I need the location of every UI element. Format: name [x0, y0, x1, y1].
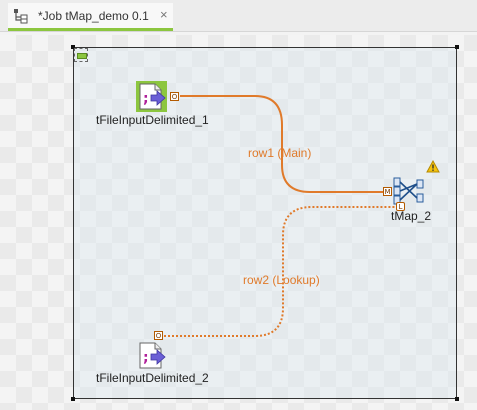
subjob-collapse-button[interactable]	[74, 48, 88, 62]
job-icon	[14, 9, 28, 24]
editor-tab-bar: *Job tMap_demo 0.1 ×	[0, 0, 477, 32]
tmap-icon	[393, 177, 424, 205]
warning-icon[interactable]	[426, 160, 440, 173]
component-tfileinputdelimited-1[interactable]: ;	[136, 81, 167, 112]
row2-label[interactable]: row2 (Lookup)	[243, 273, 320, 287]
file-delimited-icon: ;	[139, 83, 166, 110]
subjob-handle[interactable]	[71, 397, 75, 401]
row1-link[interactable]	[180, 95, 384, 193]
tab-title: *Job tMap_demo 0.1	[38, 9, 149, 23]
component-tmap-2[interactable]	[391, 175, 427, 207]
subjob-handle[interactable]	[71, 45, 75, 49]
collapse-bar	[77, 53, 87, 59]
subjob-handle[interactable]	[455, 45, 459, 49]
output-port[interactable]: O	[170, 92, 179, 101]
row2-link[interactable]	[164, 206, 397, 337]
svg-text:;: ;	[143, 91, 149, 107]
job-tab[interactable]: *Job tMap_demo 0.1 ×	[8, 3, 173, 31]
component-label-input2: tFileInputDelimited_2	[96, 371, 209, 385]
row1-label[interactable]: row1 (Main)	[248, 146, 312, 160]
file-delimited-icon: ;	[139, 342, 166, 369]
subjob-handle[interactable]	[455, 397, 459, 401]
main-input-port[interactable]: M	[383, 187, 392, 196]
close-icon[interactable]: ×	[160, 7, 168, 22]
lookup-input-port[interactable]: L	[396, 202, 405, 211]
component-label-tmap: tMap_2	[391, 209, 432, 223]
design-canvas[interactable]	[0, 35, 477, 410]
svg-text:;: ;	[143, 350, 149, 366]
component-tfileinputdelimited-2[interactable]: ;	[136, 340, 167, 371]
component-label-input1: tFileInputDelimited_1	[96, 113, 209, 127]
output-port[interactable]: O	[154, 331, 163, 340]
